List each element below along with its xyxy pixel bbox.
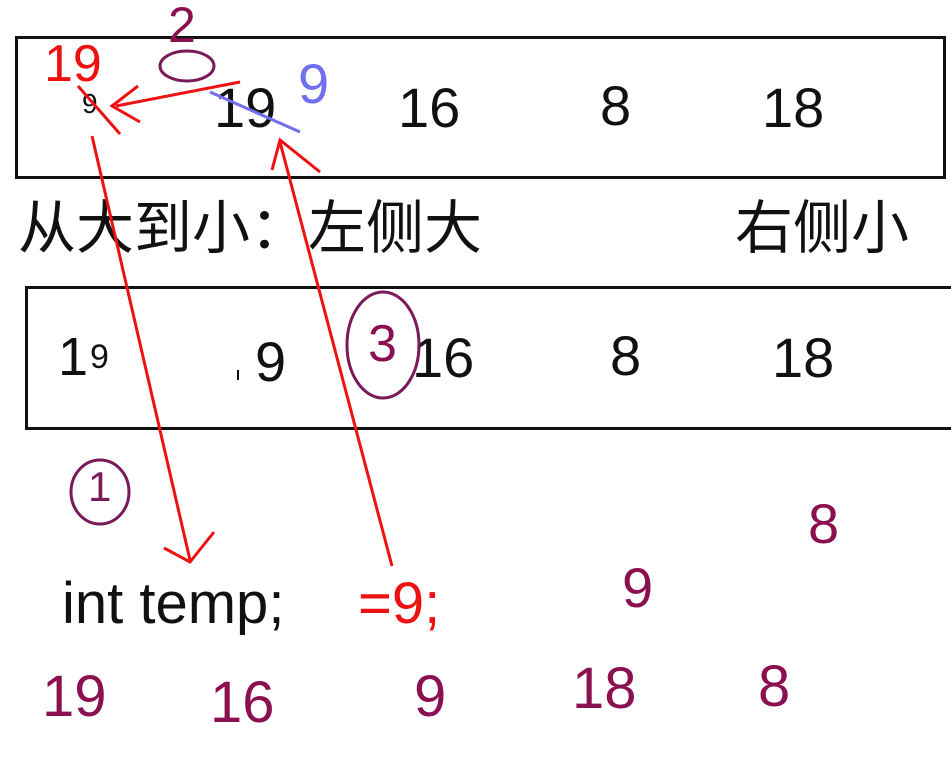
step-1-circle [69,458,131,526]
row1-value-4: 8 [600,74,632,137]
row2-value-2: 9 [255,330,287,393]
row1-value-5: 18 [762,76,825,139]
row2-value-4: 8 [610,324,642,387]
arrow-head-temp [163,531,216,564]
scatter-bottom-8: 8 [758,654,791,719]
arrow-head-slot1 [109,84,141,124]
row2-value-3: 16 [412,326,475,389]
step-2-label: 2 [168,0,196,53]
strike-9-red [76,85,122,135]
annotation-red-19: 19 [44,35,102,93]
arrow-temp-to-slot2 [278,141,394,567]
scatter-bottom-16: 16 [210,670,275,735]
arrow-head-slot2 [270,137,321,174]
sort-order-heading: 从大到小：左侧大 [18,196,483,261]
arrow-19-to-slot1 [115,80,241,108]
scatter-top-9: 9 [622,556,654,619]
step-3-ellipse [345,290,421,400]
code-temp-assignment: =9; [358,571,441,636]
step-1-label: 1 [88,463,112,510]
row2-value-1a: 1 [58,327,89,387]
bottom-array-box [25,286,951,430]
row2-value-1b: 9 [90,338,109,376]
arrow-slot1-to-temp [90,135,192,561]
scatter-top-8: 8 [808,492,840,555]
top-array-box [15,36,946,179]
scatter-bottom-9: 9 [414,664,447,729]
scatter-bottom-18: 18 [572,656,637,721]
step-3-label: 3 [368,315,397,373]
step-2-ellipse [158,49,216,83]
row1-value-3: 16 [398,76,461,139]
row2-value-5: 18 [772,326,835,389]
sort-order-right-label: 右侧小 [735,196,910,261]
code-temp-declaration: int temp; [62,571,285,636]
scatter-bottom-19: 19 [42,664,107,729]
strike-19-blue [209,90,301,134]
annotation-blue-9: 9 [298,52,330,115]
